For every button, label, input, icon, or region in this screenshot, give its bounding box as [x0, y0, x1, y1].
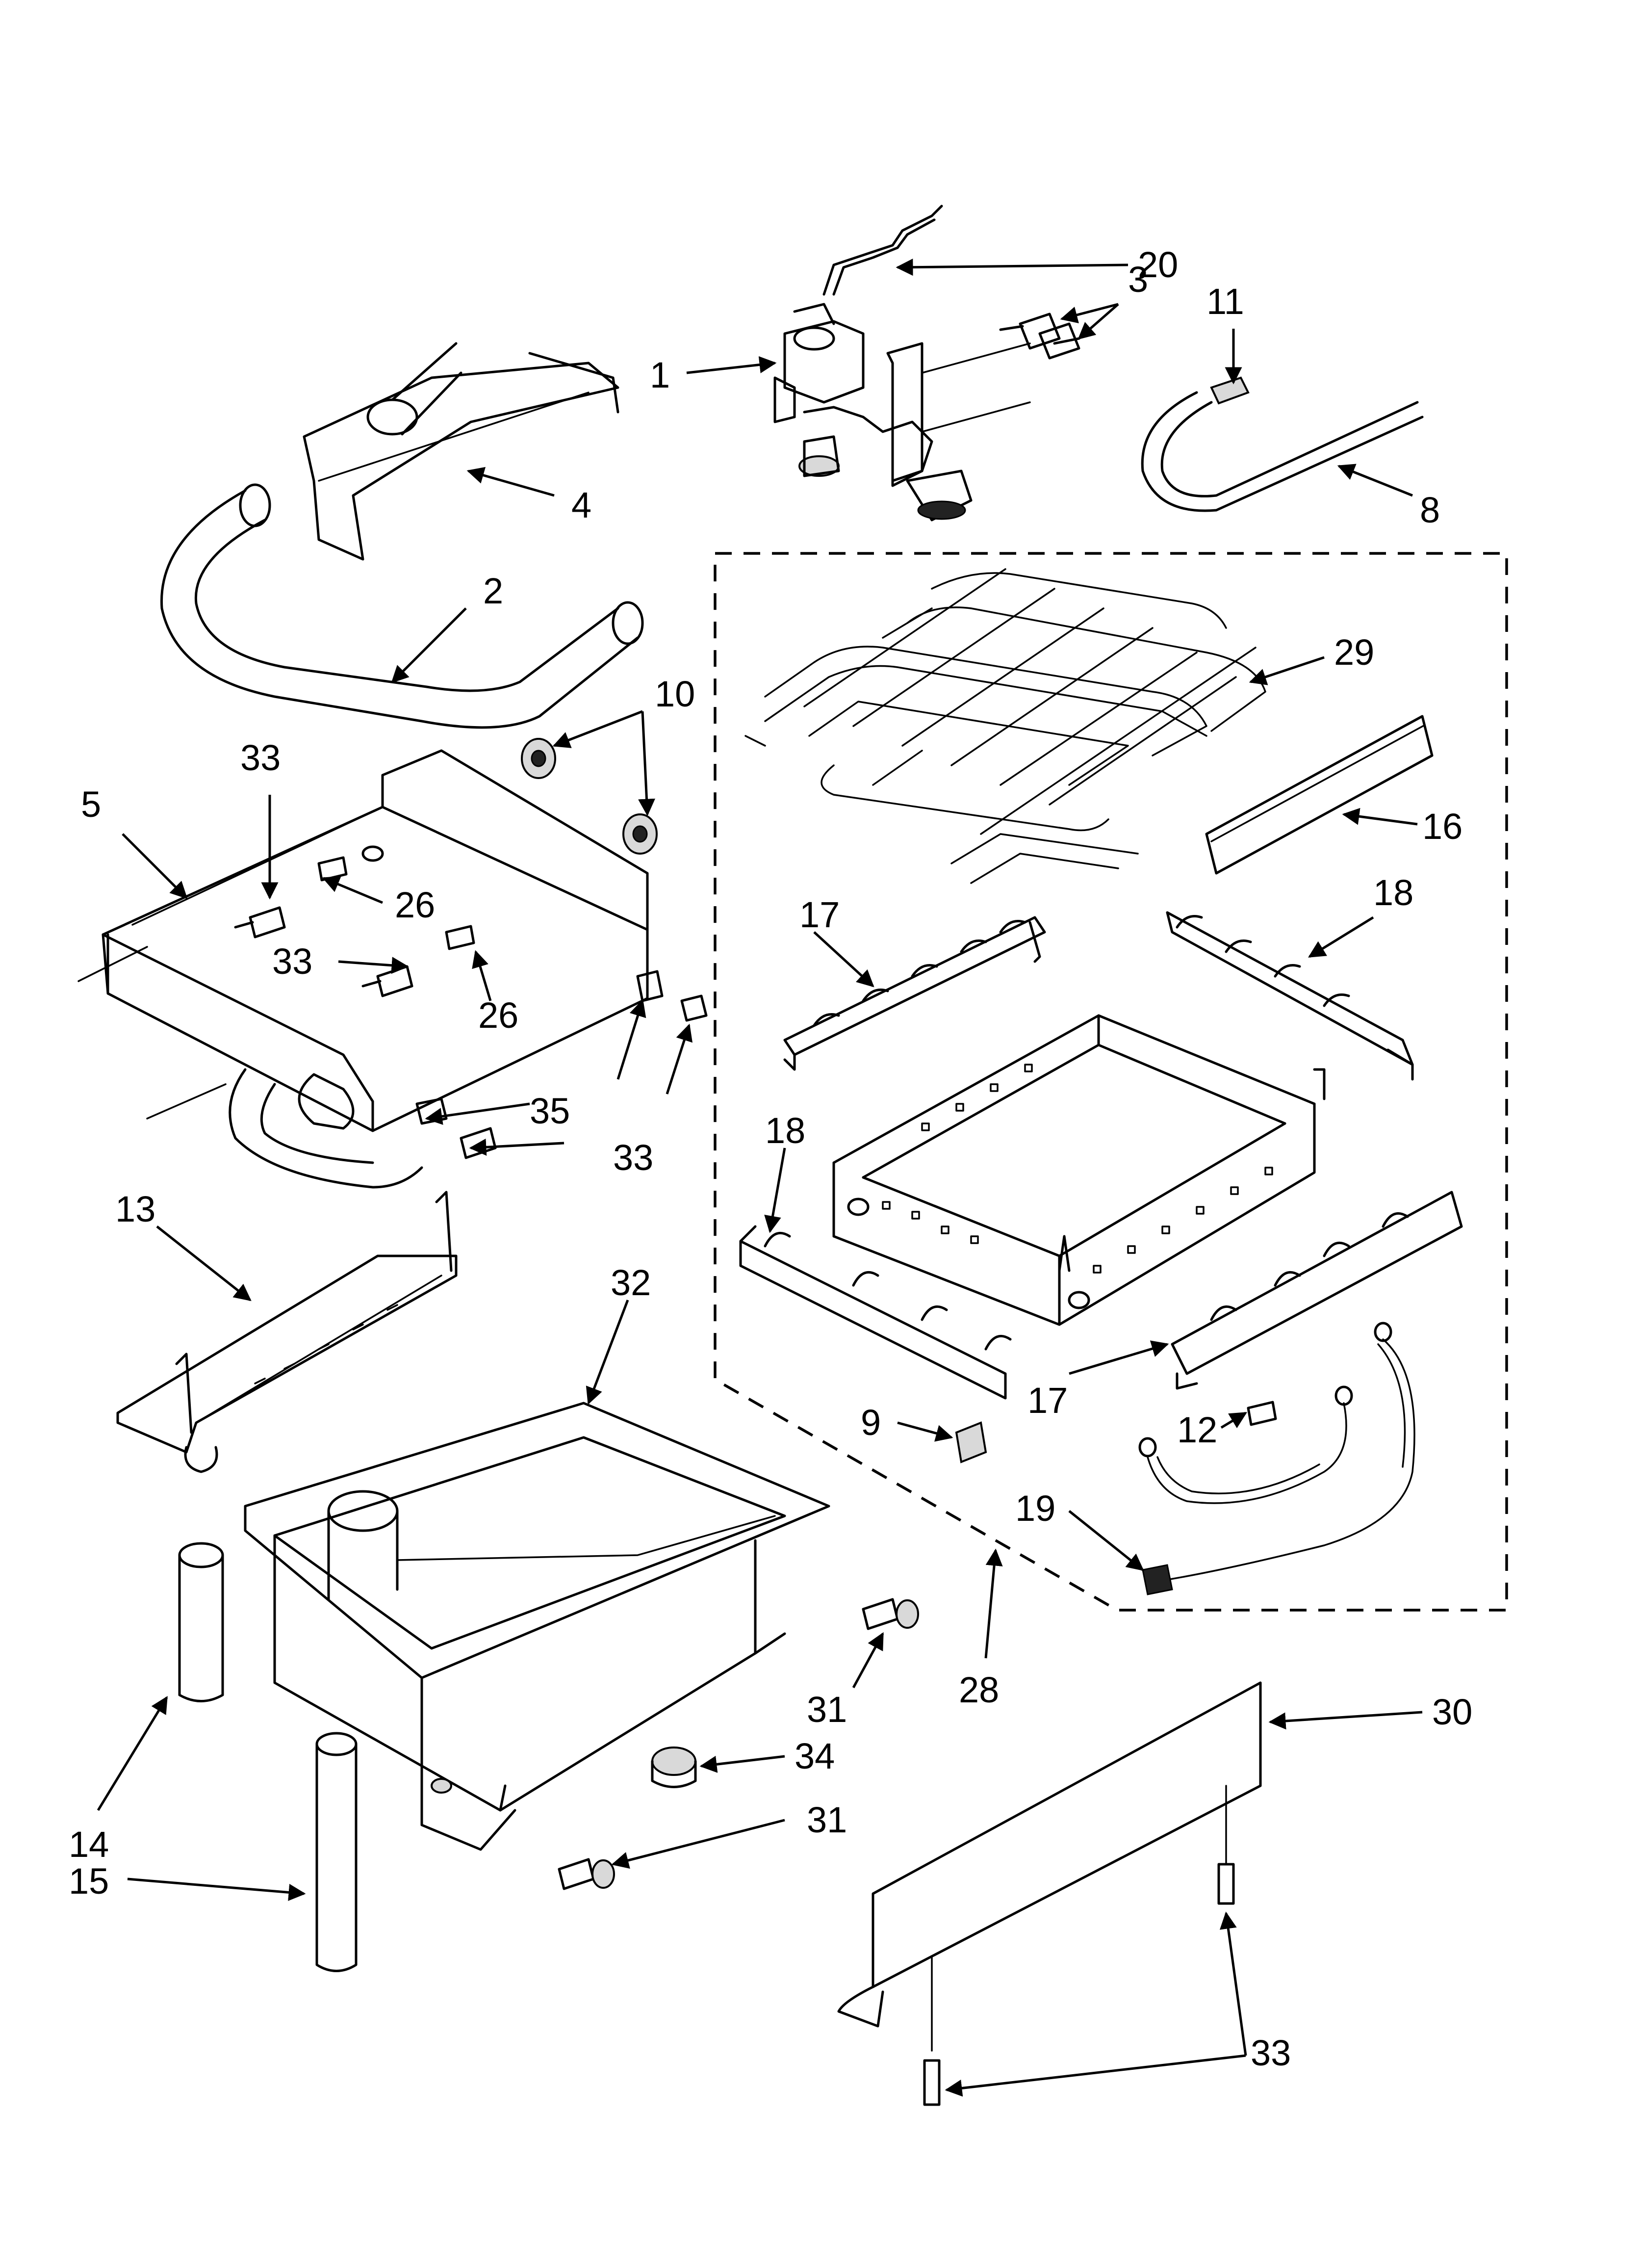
callout-33-a: 33: [240, 737, 281, 778]
callout-2: 2: [483, 571, 503, 611]
callout-30: 30: [1432, 1692, 1472, 1732]
support-frame-part: [77, 749, 649, 1189]
panel-screws-part: [923, 1863, 1235, 2106]
callout-17-b: 17: [1027, 1380, 1068, 1421]
wire-clip-part: [822, 205, 943, 296]
callout-8: 8: [1420, 490, 1440, 530]
bucket-screw-lower-part: [558, 1858, 615, 1890]
callout-17-a: 17: [799, 894, 840, 935]
callout-14: 14: [69, 1824, 109, 1865]
plate-part: [1205, 715, 1434, 875]
callout-29: 29: [1334, 632, 1374, 673]
callout-4: 4: [571, 485, 591, 525]
wire-harness-part: [1138, 1322, 1415, 1595]
callout-16: 16: [1422, 806, 1462, 847]
callout-28: 28: [959, 1669, 999, 1710]
bucket-screw-upper-part: [862, 1598, 919, 1630]
rail-lower-right-part: [1171, 1191, 1463, 1390]
callout-18-b: 18: [765, 1110, 805, 1151]
callout-18-a: 18: [1373, 872, 1413, 913]
callout-19: 19: [1015, 1488, 1055, 1529]
evaporator-coil-part: [744, 568, 1266, 884]
callout-labels: 1 20 3 11 4 8 2 29 10 33 5 16 26 17 18 3…: [69, 244, 1472, 2073]
valve-screws-part: [999, 313, 1080, 360]
callout-34: 34: [795, 1736, 835, 1776]
chute-part: [116, 1191, 458, 1473]
rail-upper-left-part: [783, 916, 1046, 1071]
callout-26-b: 26: [478, 995, 518, 1036]
callout-5: 5: [81, 784, 101, 825]
callout-20: 20: [1138, 244, 1178, 285]
fill-cup-part: [303, 342, 619, 561]
evaporator-assembly-boundary: [714, 552, 1508, 1612]
tube-15-part: [315, 1732, 358, 1972]
rail-lower-left-part: [739, 1225, 1012, 1400]
fill-tube-part: [160, 483, 644, 729]
callout-32: 32: [611, 1262, 651, 1303]
grommets-part: [521, 738, 658, 855]
callout-13: 13: [115, 1189, 155, 1229]
foot-part: [651, 1747, 697, 1788]
leader-lines: [97, 259, 1423, 2097]
rail-upper-right-part: [1166, 911, 1414, 1081]
callout-12: 12: [1177, 1409, 1217, 1450]
callout-10: 10: [655, 674, 695, 714]
ice-bucket-part: [244, 1402, 830, 1851]
callout-15: 15: [69, 1861, 109, 1902]
callout-11: 11: [1206, 281, 1244, 322]
callout-33-c: 33: [613, 1137, 653, 1178]
evaporator-frame-part: [832, 1014, 1326, 1326]
tube-14-part: [178, 1542, 224, 1702]
callout-31-b: 31: [807, 1799, 847, 1840]
water-tube-part: [1141, 376, 1424, 512]
callout-9: 9: [861, 1402, 881, 1443]
callout-1: 1: [650, 355, 670, 395]
callout-3: 3: [1128, 259, 1148, 300]
callout-35: 35: [530, 1091, 570, 1131]
callout-33-b: 33: [272, 941, 312, 982]
callout-33-d: 33: [1251, 2033, 1291, 2073]
water-valve-part: [773, 303, 1031, 521]
clip-part: [955, 1421, 987, 1463]
front-panel-part: [837, 1681, 1262, 2052]
callout-31-a: 31: [807, 1689, 847, 1730]
callout-26-a: 26: [395, 885, 435, 925]
